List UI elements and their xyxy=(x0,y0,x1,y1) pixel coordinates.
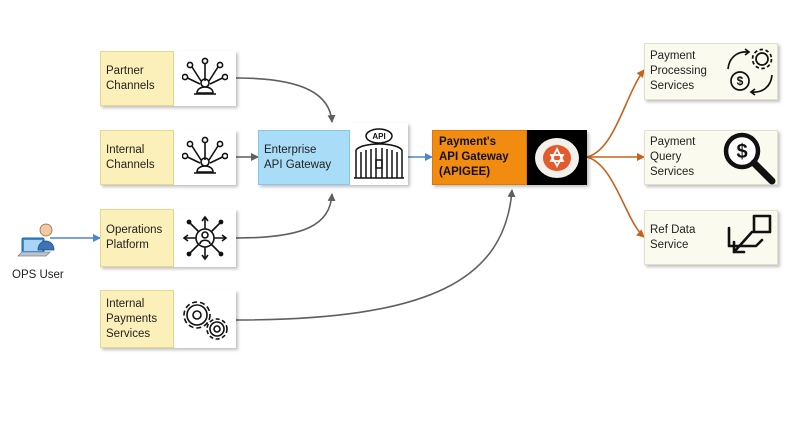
partner-channels-box: Partner Channels xyxy=(100,51,174,106)
user-network-icon xyxy=(174,209,236,267)
operations-platform-box: Operations Platform xyxy=(100,209,174,267)
gears-icon xyxy=(174,290,236,348)
connector-apigee-to-processing xyxy=(586,69,645,158)
api-gateway-icon: API xyxy=(350,123,408,185)
svg-text:$: $ xyxy=(737,74,744,88)
node-internal-payments-services: Internal Payments Services xyxy=(100,290,236,348)
internal-channels-label: Internal Channels xyxy=(106,143,155,171)
payment-processing-services-box: Payment Processing Services xyxy=(644,43,778,100)
connector-internal-payments-to-apigee xyxy=(235,189,516,321)
enterprise-api-gateway-box: Enterprise API Gateway xyxy=(258,130,350,185)
operations-platform-label: Operations Platform xyxy=(106,224,163,251)
node-partner-channels: Partner Channels xyxy=(100,51,236,106)
internal-payments-services-label: Internal Payments Services xyxy=(106,297,158,340)
node-payment-processing-services: Payment Processing Services $ xyxy=(644,43,778,100)
ref-data-service-box: Ref Data Service xyxy=(644,210,778,265)
internal-payments-services-box: Internal Payments Services xyxy=(100,290,174,348)
arrow-box-icon xyxy=(726,212,776,262)
node-operations-platform: Operations Platform xyxy=(100,209,236,267)
payment-query-services-label: Payment Query Services xyxy=(650,136,696,178)
ops-user-label: OPS User xyxy=(12,269,64,281)
connector-apigee-to-refdata xyxy=(586,156,645,238)
apigee-logo-icon xyxy=(527,130,587,185)
node-payment-query-services: Payment Query Services $ xyxy=(644,130,778,185)
payment-processing-services-label: Payment Processing Services xyxy=(650,50,707,92)
connector-operations-to-gateway xyxy=(235,193,336,239)
enterprise-api-gateway-label: Enterprise API Gateway xyxy=(264,143,332,171)
svg-text:$: $ xyxy=(736,141,747,163)
node-internal-channels: Internal Channels xyxy=(100,130,236,185)
network-hub-icon xyxy=(174,130,236,185)
payments-api-gateway-box: Payment's API Gateway (APIGEE) xyxy=(432,130,527,185)
user-at-computer-icon xyxy=(17,223,55,257)
payments-api-gateway-label: Payment's API Gateway (APIGEE) xyxy=(439,136,509,178)
node-enterprise-api-gateway: Enterprise API Gateway API xyxy=(258,123,408,185)
node-payments-api-gateway: Payment's API Gateway (APIGEE) xyxy=(432,130,587,185)
node-ref-data-service: Ref Data Service xyxy=(644,210,778,265)
api-icon-text: API xyxy=(372,132,385,141)
dollar-search-icon: $ xyxy=(720,130,778,186)
network-hub-icon xyxy=(174,51,236,106)
ref-data-service-label: Ref Data Service xyxy=(650,223,696,251)
ops-user xyxy=(14,216,58,260)
internal-channels-box: Internal Channels xyxy=(100,130,174,185)
partner-channels-label: Partner Channels xyxy=(106,64,155,92)
dollar-cycle-icon: $ xyxy=(724,45,776,98)
connector-partner-to-gateway xyxy=(235,77,336,123)
